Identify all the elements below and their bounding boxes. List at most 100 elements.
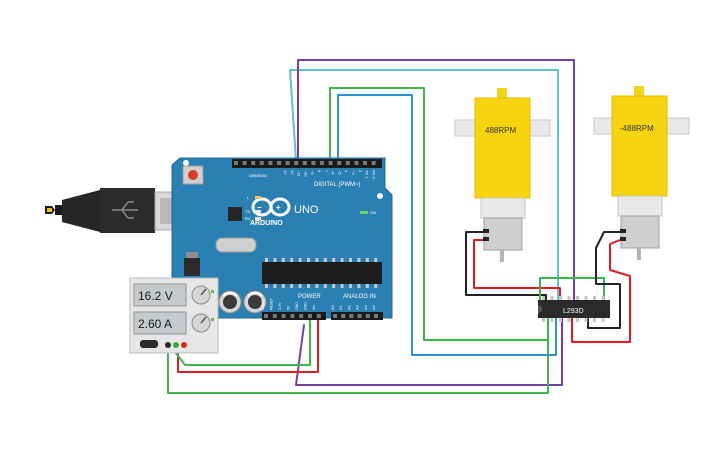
header-pin[interactable] <box>281 314 286 318</box>
dc-motor-1[interactable]: 488RPM <box>454 88 551 262</box>
header-pin[interactable] <box>365 314 370 318</box>
header-pin[interactable] <box>357 314 362 318</box>
digital-pin-label: 12 <box>290 170 295 175</box>
usb-icon <box>112 201 138 219</box>
led-l <box>255 196 261 199</box>
wire-green-bottom[interactable] <box>167 317 549 394</box>
header-pin[interactable] <box>285 161 290 165</box>
driver-pin[interactable] <box>576 296 579 300</box>
wire-cyan[interactable] <box>289 69 559 301</box>
driver-pin[interactable] <box>550 296 554 300</box>
l293d-driver[interactable]: L293D <box>538 296 610 322</box>
header-pin[interactable] <box>302 161 307 165</box>
wire-motor1-black[interactable] <box>465 231 547 301</box>
header-pin[interactable] <box>308 314 312 318</box>
driver-pin[interactable] <box>601 318 605 322</box>
header-pin[interactable] <box>320 161 324 165</box>
driver-pin[interactable] <box>593 296 596 300</box>
driver-pin[interactable] <box>576 318 579 322</box>
header-pin[interactable] <box>363 161 367 165</box>
driver-pin[interactable] <box>559 318 562 322</box>
wire-motor2-black[interactable] <box>587 231 621 329</box>
header-pin[interactable] <box>337 161 342 165</box>
analog-header <box>331 312 383 320</box>
cc-indicator <box>211 318 214 321</box>
header-pin[interactable] <box>251 161 256 165</box>
header-pin[interactable] <box>290 314 295 318</box>
digital-pin-label: 7 <box>324 170 329 173</box>
header-pin[interactable] <box>242 161 247 165</box>
header-pin[interactable] <box>268 161 273 165</box>
header-pin[interactable] <box>234 161 238 165</box>
wire-red-supply[interactable] <box>177 319 319 373</box>
motor2-terminal <box>620 229 626 233</box>
driver-pin[interactable] <box>584 296 588 300</box>
header-pin[interactable] <box>341 314 346 318</box>
terminal-positive[interactable] <box>181 342 187 348</box>
chip-pin <box>307 284 310 288</box>
wire-motor1-red[interactable] <box>473 239 561 301</box>
header-pin[interactable] <box>316 314 321 318</box>
voltage-display <box>133 283 187 307</box>
analog-pin-label: A0 <box>330 304 335 310</box>
wire-green-loop[interactable] <box>539 277 605 301</box>
reset-button-cap[interactable] <box>188 170 198 180</box>
header-pin[interactable] <box>333 314 337 318</box>
terminal-negative[interactable] <box>165 342 171 348</box>
digital-header <box>232 159 382 168</box>
digital-pin-label: TX 1 <box>365 170 370 179</box>
header-pin[interactable] <box>374 314 378 318</box>
header-pin[interactable] <box>277 161 281 165</box>
header-pin[interactable] <box>311 161 316 165</box>
driver-label: L293D <box>563 308 584 315</box>
driver-pin[interactable] <box>567 296 571 300</box>
header-pin[interactable] <box>354 161 359 165</box>
motor2-terminal <box>620 237 626 241</box>
dc-motor-2[interactable]: -488RPM <box>593 86 690 260</box>
current-knob[interactable] <box>191 313 211 333</box>
header-pin[interactable] <box>328 161 333 165</box>
wire-blue[interactable] <box>337 94 557 356</box>
driver-pin[interactable] <box>593 318 596 322</box>
wire-motor2-red[interactable] <box>571 239 631 343</box>
header-pin[interactable] <box>371 161 376 165</box>
wire-green-supply[interactable] <box>171 319 311 366</box>
chip-pin <box>290 284 294 288</box>
voltage-knob[interactable] <box>191 285 211 305</box>
header-pin[interactable] <box>299 314 304 318</box>
header-pin[interactable] <box>349 314 354 318</box>
analog-pin-label: A3 <box>355 304 360 310</box>
driver-pin[interactable] <box>542 296 545 300</box>
header-pin[interactable] <box>294 161 299 165</box>
motor1-terminal <box>483 237 489 241</box>
driver-pin[interactable] <box>567 318 571 322</box>
driver-pin[interactable] <box>550 318 554 322</box>
chip-pin <box>265 258 268 262</box>
motor1-terminal <box>483 229 489 233</box>
wire-purple-top[interactable] <box>297 59 575 301</box>
capacitor <box>218 290 242 314</box>
header-pin[interactable] <box>259 161 264 165</box>
terminal-ground[interactable] <box>173 342 179 348</box>
wires <box>167 59 631 394</box>
current-readout: 2.60 A <box>138 317 172 331</box>
motor1-gearbox <box>474 97 531 199</box>
header-pin[interactable] <box>264 314 268 318</box>
driver-pin[interactable] <box>584 318 588 322</box>
regulator-tab <box>186 252 198 258</box>
header-pin[interactable] <box>272 314 277 318</box>
led-tx <box>255 210 261 213</box>
power-supply[interactable]: 16.2 V 2.60 A <box>129 277 219 354</box>
wire-purple-bottom[interactable] <box>295 317 563 386</box>
power-pin-label: GND <box>304 302 308 310</box>
digital-pin-label: RX 0 <box>371 170 376 180</box>
driver-pin[interactable] <box>559 296 562 300</box>
header-pin[interactable] <box>345 161 350 165</box>
driver-pin[interactable] <box>542 318 545 322</box>
power-switch[interactable] <box>140 340 158 348</box>
driver-chip <box>538 300 610 318</box>
driver-pin[interactable] <box>601 296 605 300</box>
